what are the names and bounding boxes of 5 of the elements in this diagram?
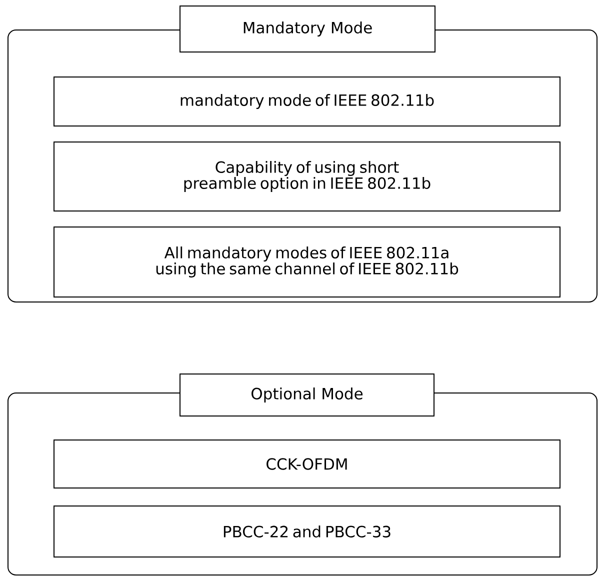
mode-box: All mandatory modes of IEEE 802.11a using the same channel of IEEE 802.11b [54,226,560,298]
mode-box: PBCC-22 and PBCC-33 [54,506,560,558]
mode-box: mandatory mode of IEEE 802.11b [54,76,560,126]
mode-box: CCK-OFDM [54,440,560,488]
mode-box: Capability of using short preamble option in IEEE 802.11b [54,142,560,212]
